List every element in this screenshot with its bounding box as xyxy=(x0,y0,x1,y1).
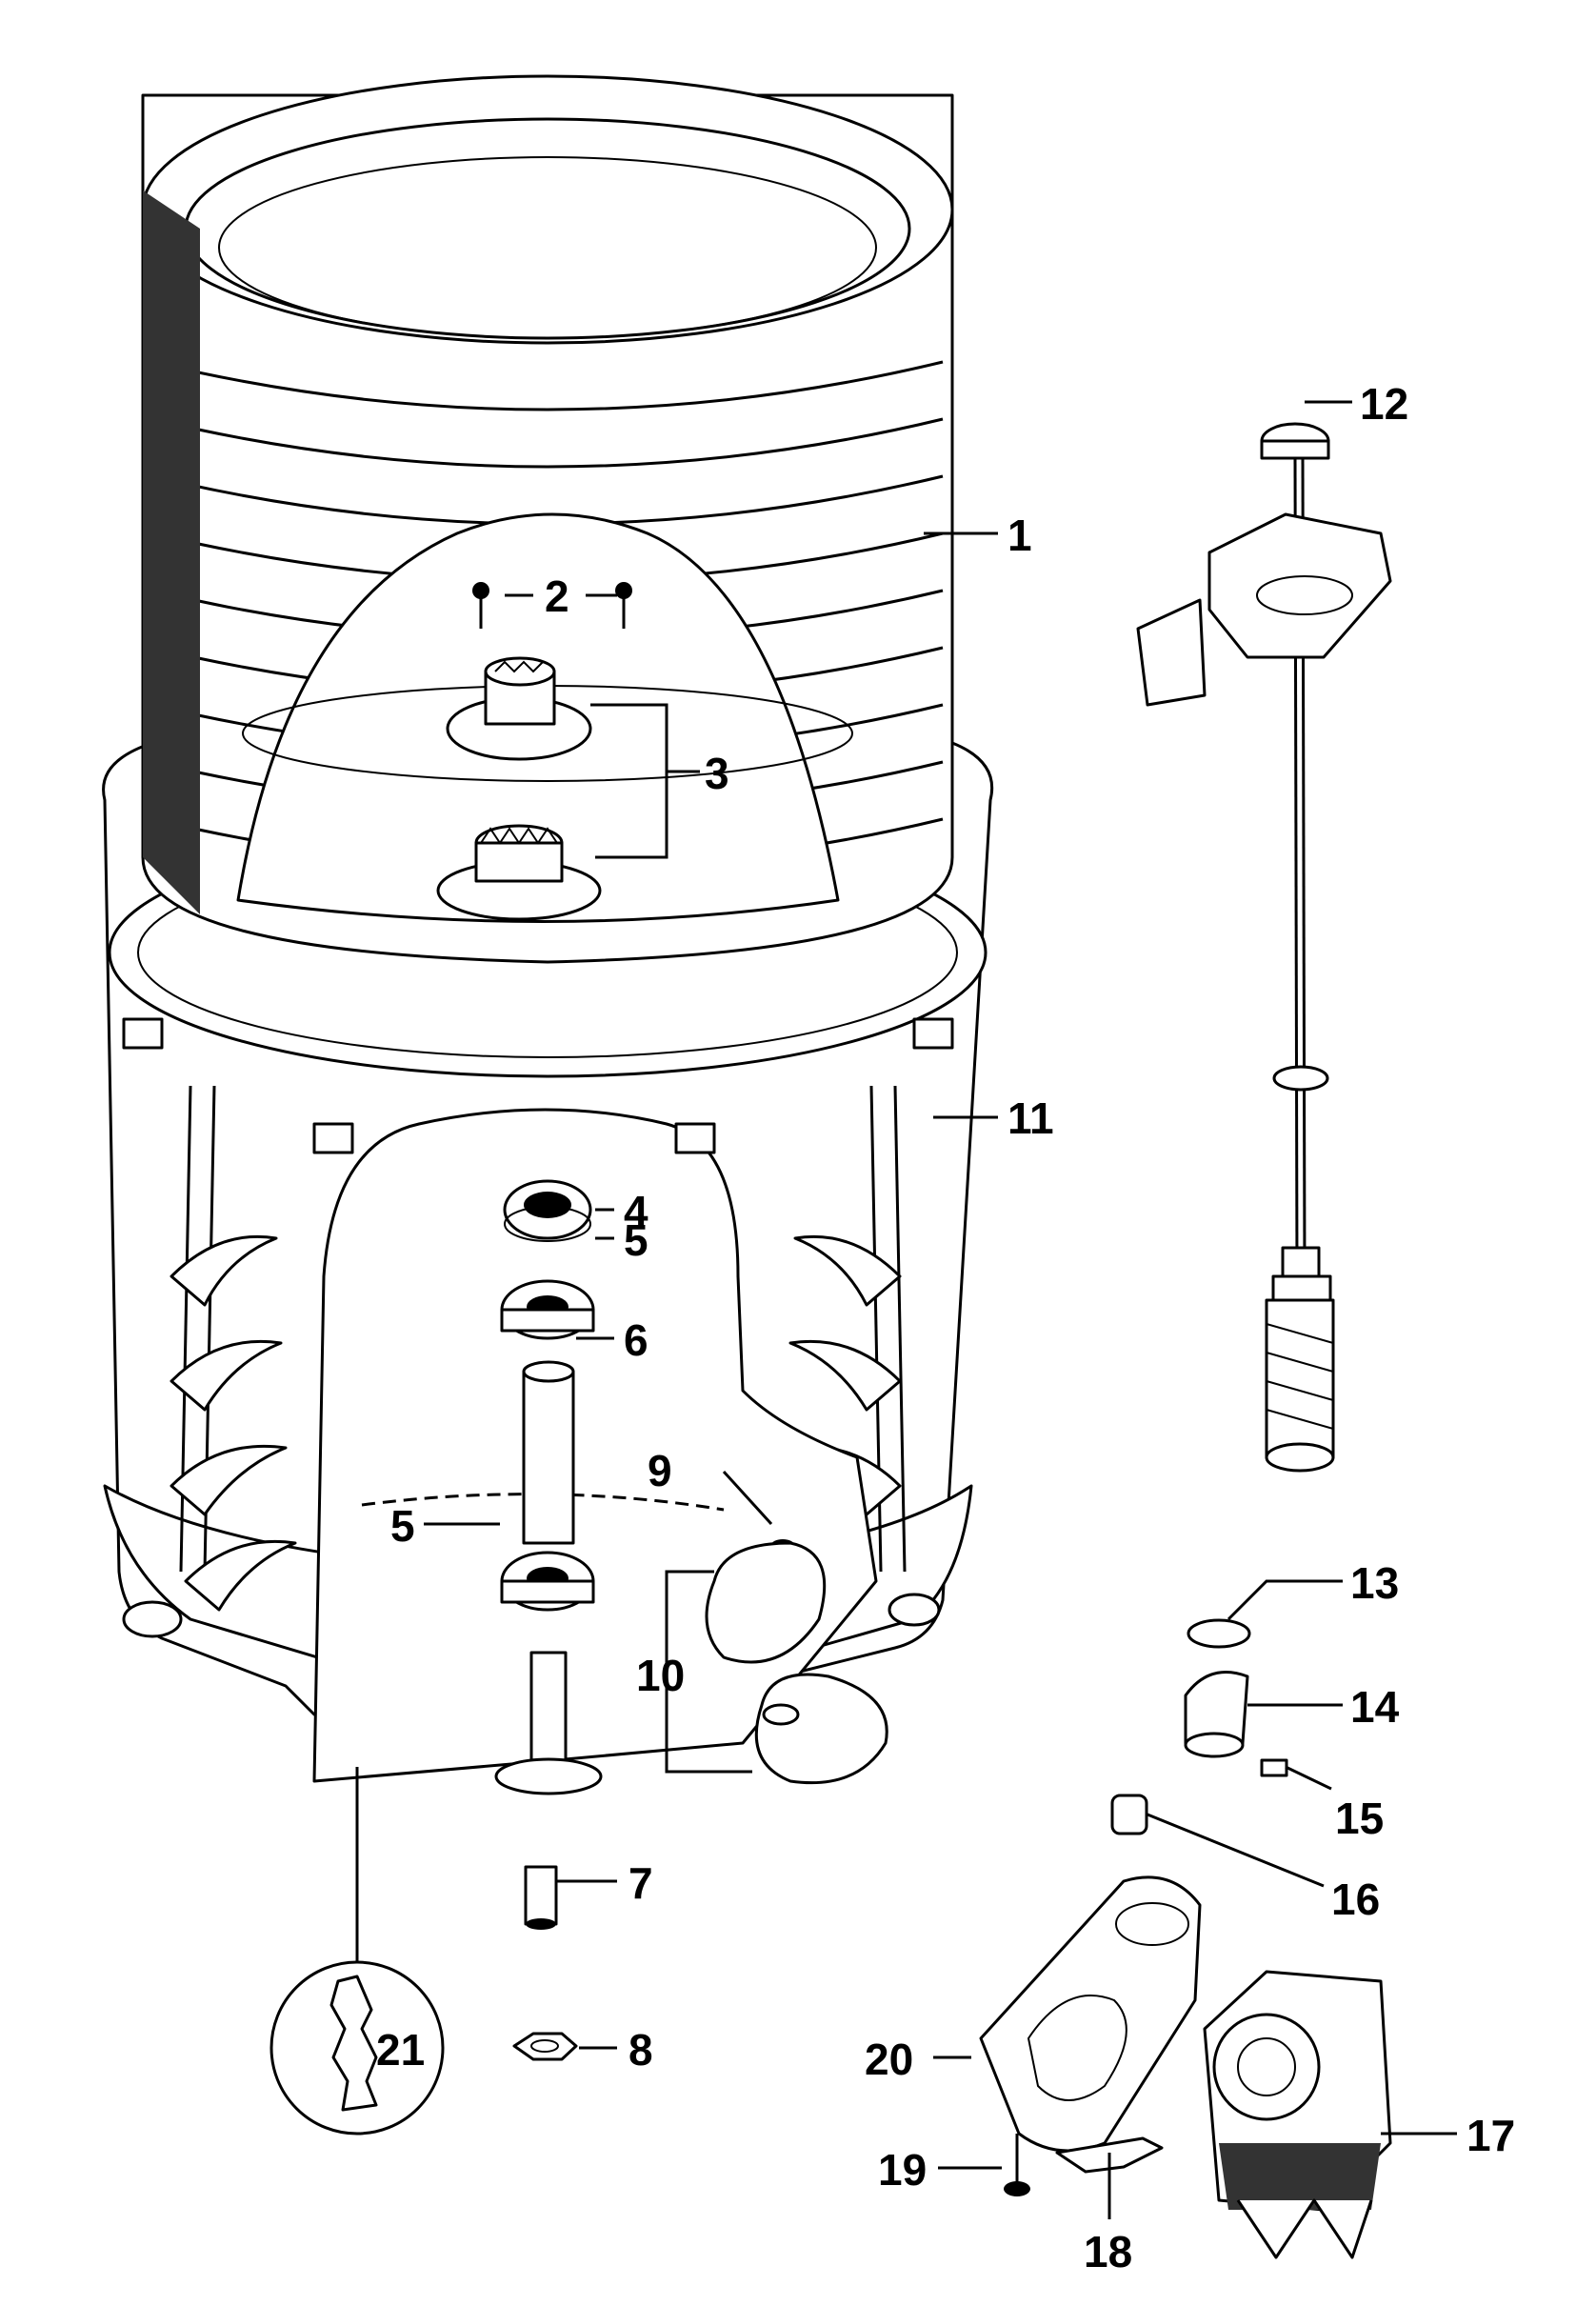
water-level-sensor xyxy=(1136,422,1392,1473)
callout-12: 12 xyxy=(1360,379,1408,429)
drive-shaft xyxy=(494,1651,603,1795)
callout-3: 3 xyxy=(705,749,729,798)
bearing-spacer-tube xyxy=(522,1360,575,1545)
callout-15: 14 xyxy=(1350,1682,1400,1732)
shaft-coupling xyxy=(524,1865,558,1930)
callout-18: 18 xyxy=(1084,2227,1132,2276)
callout-19: 19 xyxy=(878,2145,927,2195)
basket-screws xyxy=(472,582,632,629)
callout-8: 8 xyxy=(628,2025,653,2075)
drain-pump xyxy=(1203,1970,1392,2259)
callout-11: 11 xyxy=(1007,1093,1054,1143)
lower-bearing xyxy=(500,1551,595,1612)
drain-cover xyxy=(705,1541,888,1785)
callout-10: 10 xyxy=(636,1651,685,1700)
o-ring xyxy=(1187,1618,1251,1649)
callout-4: 4 xyxy=(624,1187,648,1236)
callout-17: 17 xyxy=(1466,2111,1515,2160)
hose-clamp xyxy=(1110,1794,1148,1835)
hex-nut xyxy=(512,2032,578,2061)
callout-13: 13 xyxy=(1350,1558,1399,1608)
callout-21: 21 xyxy=(376,2025,425,2075)
tub-seal xyxy=(503,1179,592,1242)
callout-2: 2 xyxy=(545,571,569,621)
callout-16: 16 xyxy=(1331,1875,1380,1924)
drive-hub xyxy=(436,656,602,921)
pump-clip xyxy=(1260,1758,1288,1777)
callout-14: 15 xyxy=(1335,1794,1384,1843)
callout-5-upper: 5 xyxy=(624,1215,648,1265)
pump-screw xyxy=(1004,2134,1030,2196)
pump-elbow xyxy=(1184,1671,1249,1758)
callout-1: 1 xyxy=(1007,511,1032,560)
callout-5-lower: 5 xyxy=(390,1501,415,1551)
callout-9: 9 xyxy=(648,1446,672,1495)
callout-20: 20 xyxy=(865,2035,913,2084)
callout-6: 6 xyxy=(624,1315,648,1365)
callout-7: 7 xyxy=(628,1858,653,1908)
clip-inset xyxy=(269,1960,445,2136)
pump-gasket xyxy=(979,1875,1202,2153)
upper-bearing xyxy=(500,1279,595,1340)
